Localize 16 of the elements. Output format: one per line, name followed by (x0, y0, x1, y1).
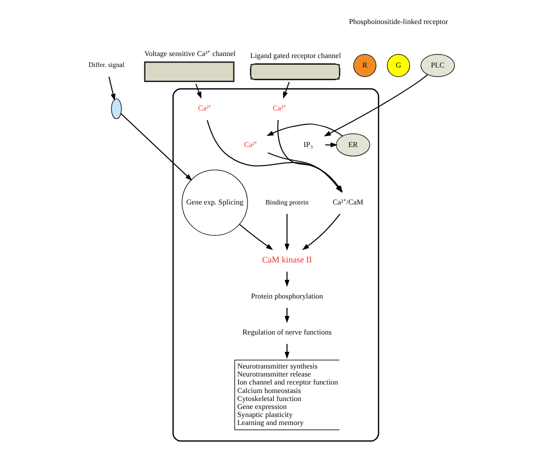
arrow (324, 142, 338, 148)
arrow (108, 76, 115, 101)
arrow (284, 271, 289, 287)
arrow (284, 213, 289, 251)
arrow (284, 307, 289, 323)
arrow (194, 83, 201, 99)
arrow (120, 113, 192, 181)
cluster (172, 88, 379, 442)
arrow (238, 224, 273, 250)
arrow (323, 74, 428, 136)
arrow (282, 82, 290, 99)
arrow (266, 124, 343, 137)
arrow (302, 214, 340, 250)
node-text: CaM kinase II (262, 254, 312, 265)
node-oval (110, 98, 122, 120)
arrow (284, 343, 289, 359)
